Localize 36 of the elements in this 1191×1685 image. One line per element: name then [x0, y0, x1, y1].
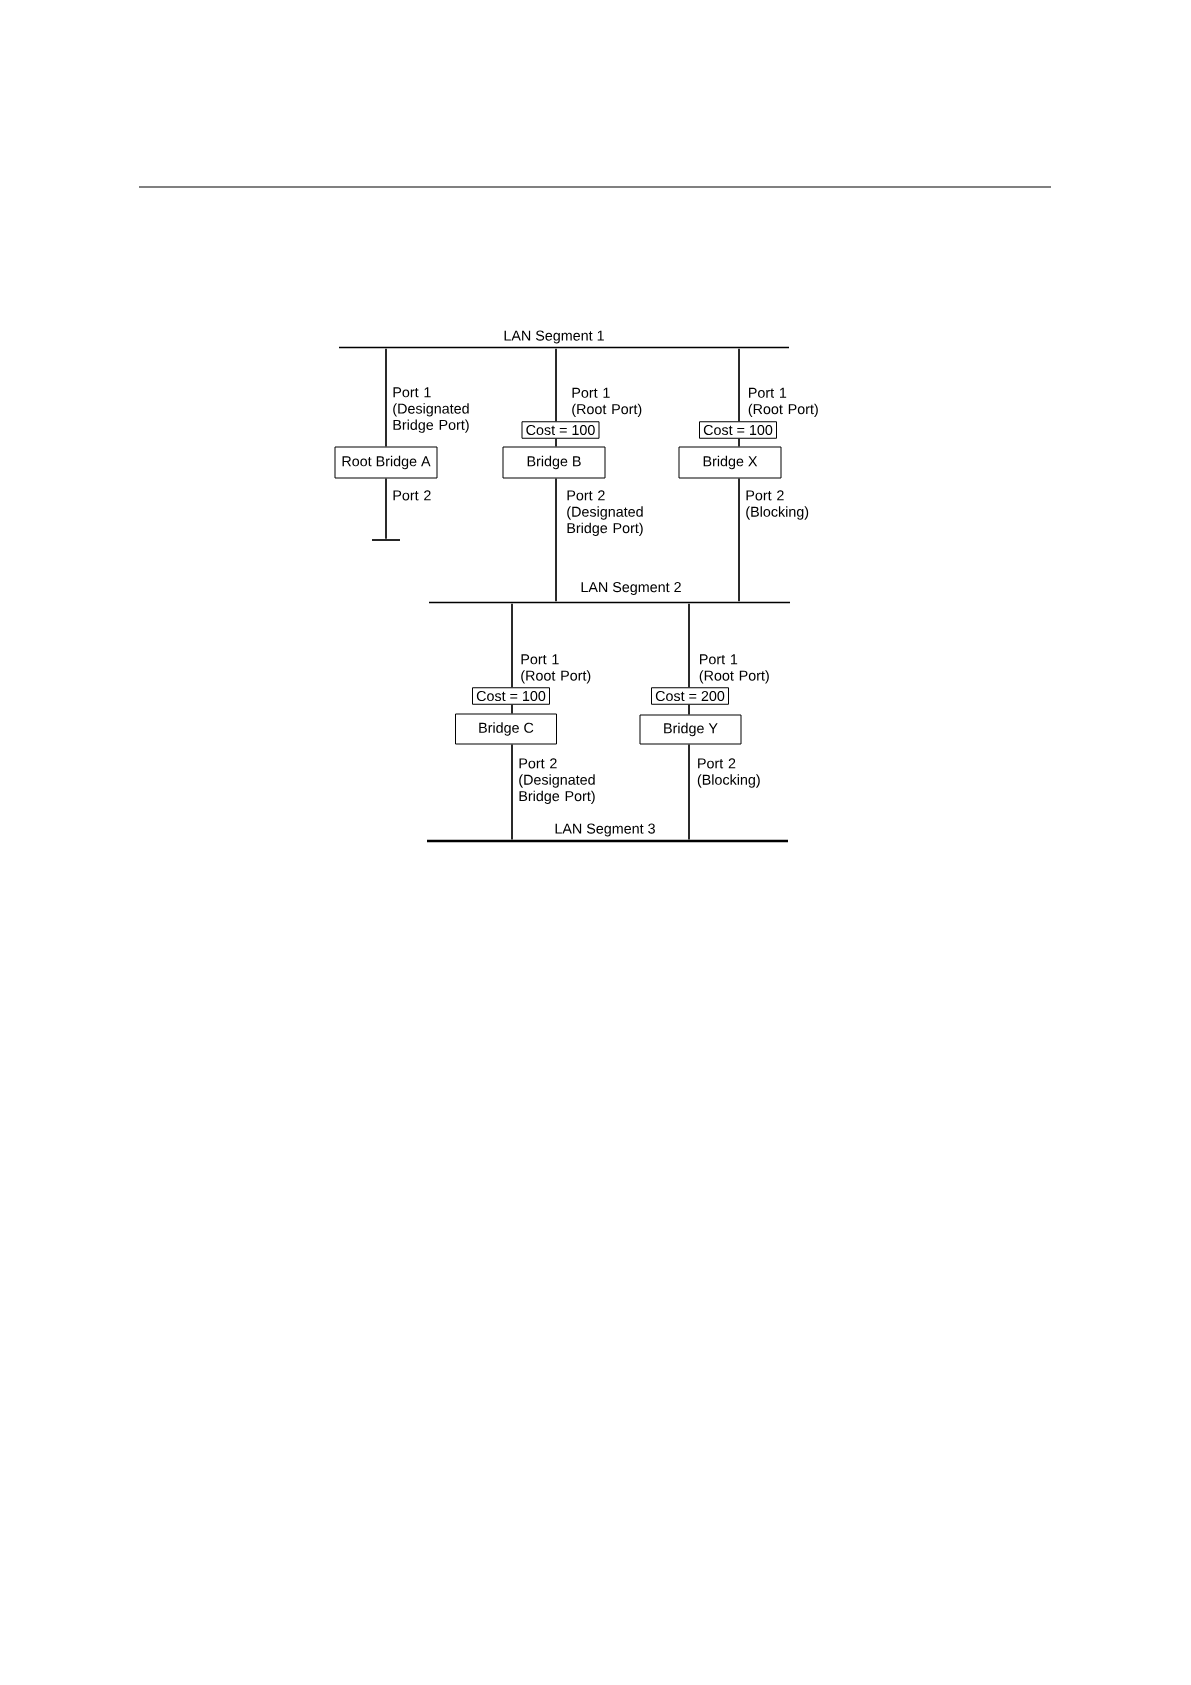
port-label: Port 1 (Root Port) [572, 387, 642, 417]
bridge-box: Bridge Y [639, 714, 742, 745]
bridge-box: Bridge C [455, 713, 557, 745]
bridge-box: Bridge B [502, 446, 606, 479]
cost-box: Cost = 200 [651, 687, 729, 705]
port-label: Port 1 (Root Port) [699, 654, 769, 684]
bridge-box: Bridge X [678, 446, 782, 479]
cost-box: Cost = 100 [521, 421, 600, 439]
port-label: Port 2 (Blocking) [746, 490, 809, 520]
connector-line [738, 347, 740, 423]
cost-box: Cost = 100 [472, 687, 550, 705]
segment-label: LAN Segment 2 [581, 582, 681, 595]
segment-label: LAN Segment 1 [504, 330, 604, 344]
port-label: Port 2 (Designated Bridge Port) [567, 490, 643, 536]
connector-line [511, 703, 513, 715]
segment-label: LAN Segment 3 [555, 823, 655, 837]
port-label: Port 2 (Designated Bridge Port) [519, 758, 595, 804]
connector-line [555, 437, 557, 448]
connector-line [511, 743, 513, 841]
connector-line [555, 347, 557, 423]
connector-line [688, 602, 690, 689]
port-label: Port 2 (Blocking) [697, 758, 760, 788]
connector-line [385, 477, 387, 540]
port-label: Port 1 (Root Port) [748, 387, 818, 417]
connector-line [511, 602, 513, 689]
bridge-box: Root Bridge A [334, 446, 438, 479]
connector-line [688, 743, 690, 841]
connector-line [385, 347, 387, 448]
port-label: Port 1 (Designated Bridge Port) [393, 387, 469, 433]
port-label: Port 2 [393, 490, 431, 501]
port-label: Port 1 (Root Port) [521, 654, 591, 684]
connector-line [738, 437, 740, 448]
connector-line [688, 703, 690, 716]
connector-line [555, 477, 557, 603]
cost-box: Cost = 100 [699, 421, 777, 439]
connector-line [738, 477, 740, 603]
